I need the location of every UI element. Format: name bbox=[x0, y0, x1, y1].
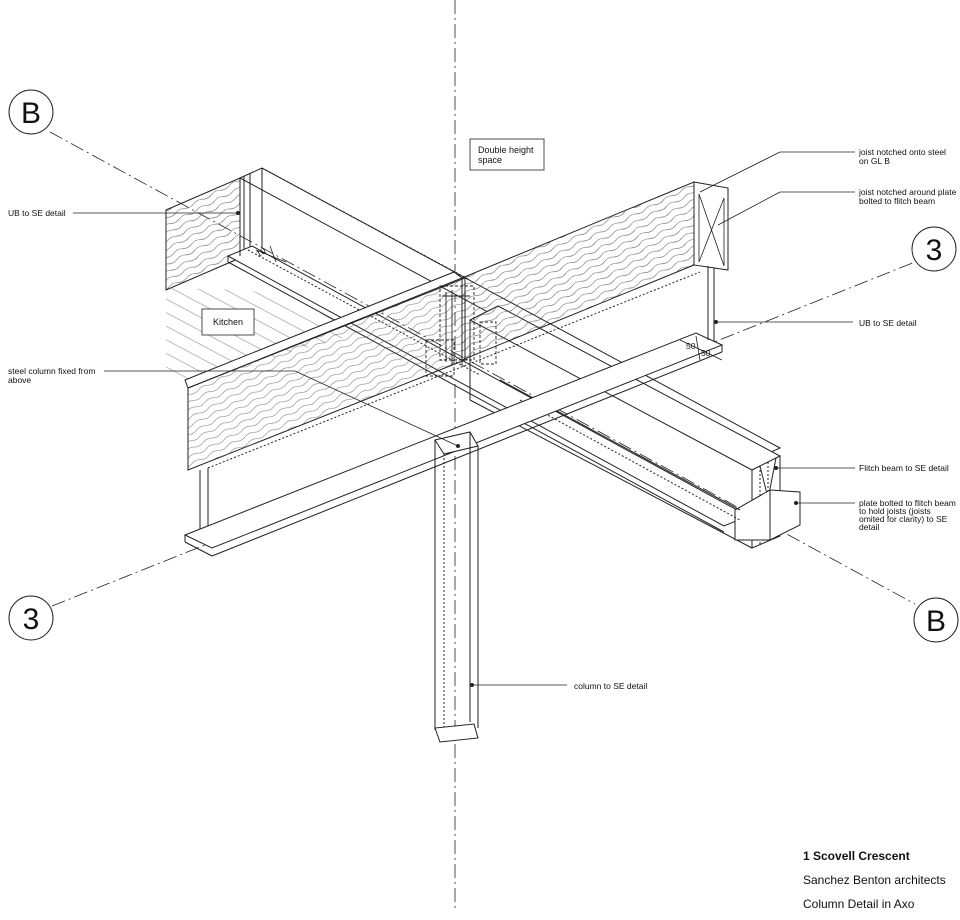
grid-bubble-b-bottom-right: B bbox=[913, 597, 959, 643]
annotation-column-se: column to SE detail bbox=[574, 681, 647, 691]
project-name: 1 Scovell Crescent bbox=[803, 849, 910, 863]
annotation-plate-bolted-4: detail bbox=[859, 522, 879, 532]
annotation-joist-notched-plate-1: joist notched around plate bbox=[858, 187, 957, 197]
annotation-ub-right: UB to SE detail bbox=[859, 318, 917, 328]
leader-lines bbox=[73, 151, 855, 688]
svg-text:B: B bbox=[21, 97, 41, 130]
svg-text:3: 3 bbox=[926, 234, 943, 267]
double-height-box bbox=[469, 138, 545, 171]
annotation-joist-notched-plate-2: bolted to flitch beam bbox=[859, 196, 935, 206]
annotation-flitch-beam: Flitch beam to SE detail bbox=[859, 463, 949, 473]
grid-bubble-b-top-left: B bbox=[8, 89, 54, 135]
annotation-plate-bolted-3: omited for clarity) to SE bbox=[859, 514, 948, 524]
dimension-flange: 10 bbox=[254, 245, 267, 258]
dimension-marks bbox=[255, 245, 723, 361]
annotation-joist-notched-steel-2: on GL B bbox=[859, 156, 890, 166]
column-connection-plates bbox=[425, 285, 497, 377]
grid-bubble-3-bottom-left: 3 bbox=[8, 595, 54, 641]
svg-text:B: B bbox=[926, 605, 946, 638]
timber-joist-top-right bbox=[461, 181, 729, 361]
architect-name: Sanchez Benton architects bbox=[803, 873, 946, 887]
kitchen-label: Kitchen bbox=[213, 317, 243, 327]
kitchen-box bbox=[201, 308, 255, 336]
annotation-plate-bolted-2: to hold joists (joists bbox=[859, 506, 931, 516]
double-height-label-2: space bbox=[478, 155, 502, 165]
flitch-beam bbox=[468, 305, 801, 549]
annotation-plate-bolted-1: plate bolted to flitch beam bbox=[859, 498, 956, 508]
dimension-plate-a: 50 bbox=[686, 341, 696, 351]
grid-bubble-3-top-right: 3 bbox=[911, 226, 957, 272]
drawing-title: Column Detail in Axo bbox=[803, 897, 915, 911]
timber-joist-back-left bbox=[165, 177, 241, 291]
annotation-steel-column-2: above bbox=[8, 375, 31, 385]
annotation-joist-notched-steel-1: joist notched onto steel bbox=[858, 147, 946, 157]
double-height-label-1: Double height bbox=[478, 145, 534, 155]
annotation-ub-left: UB to SE detail bbox=[8, 208, 66, 218]
dimension-plate-b: 50 bbox=[701, 348, 711, 358]
steel-column bbox=[434, 431, 479, 743]
annotation-steel-column-1: steel column fixed from bbox=[8, 366, 95, 376]
svg-text:3: 3 bbox=[23, 603, 40, 636]
title-block: 1 Scovell Crescent Sanchez Benton archit… bbox=[803, 848, 958, 920]
